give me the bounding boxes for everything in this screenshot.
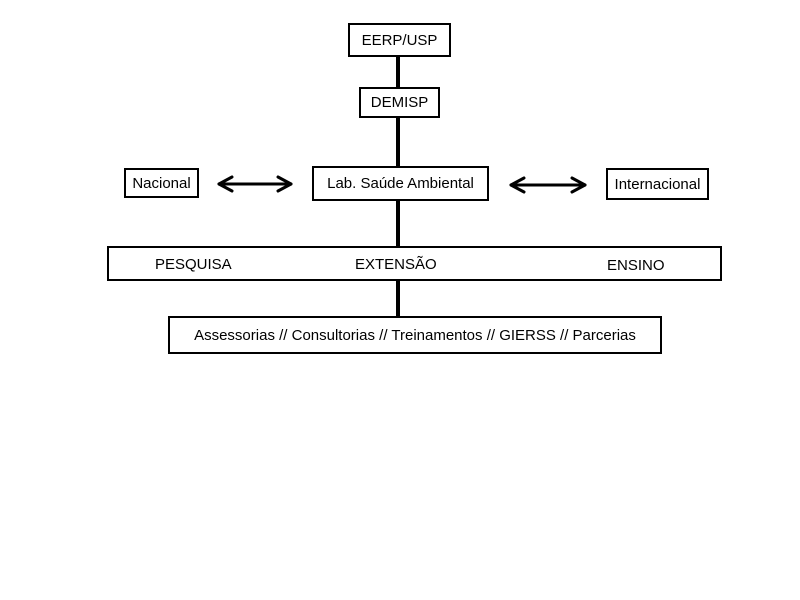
node-nacional-label: Nacional xyxy=(132,174,191,192)
node-internacional-label: Internacional xyxy=(614,175,701,193)
activity-ensino: ENSINO xyxy=(607,257,665,274)
node-activities xyxy=(107,246,722,281)
node-eerp-usp-label: EERP/USP xyxy=(361,31,438,49)
node-services-label: Assessorias // Consultorias // Treinamen… xyxy=(194,326,636,344)
node-services: Assessorias // Consultorias // Treinamen… xyxy=(168,316,662,354)
node-demisp: DEMISP xyxy=(359,87,440,118)
activity-pesquisa: PESQUISA xyxy=(155,256,232,273)
node-nacional: Nacional xyxy=(124,168,199,198)
node-demisp-label: DEMISP xyxy=(370,94,429,111)
node-lab-label: Lab. Saúde Ambiental xyxy=(327,175,474,192)
node-lab-saude-ambiental: Lab. Saúde Ambiental xyxy=(312,166,489,201)
node-eerp-usp: EERP/USP xyxy=(348,23,451,57)
double-arrow-left-icon xyxy=(217,175,293,193)
double-arrow-right-icon xyxy=(509,176,587,194)
activity-extensao: EXTENSÃO xyxy=(355,256,437,273)
node-internacional: Internacional xyxy=(606,168,709,200)
